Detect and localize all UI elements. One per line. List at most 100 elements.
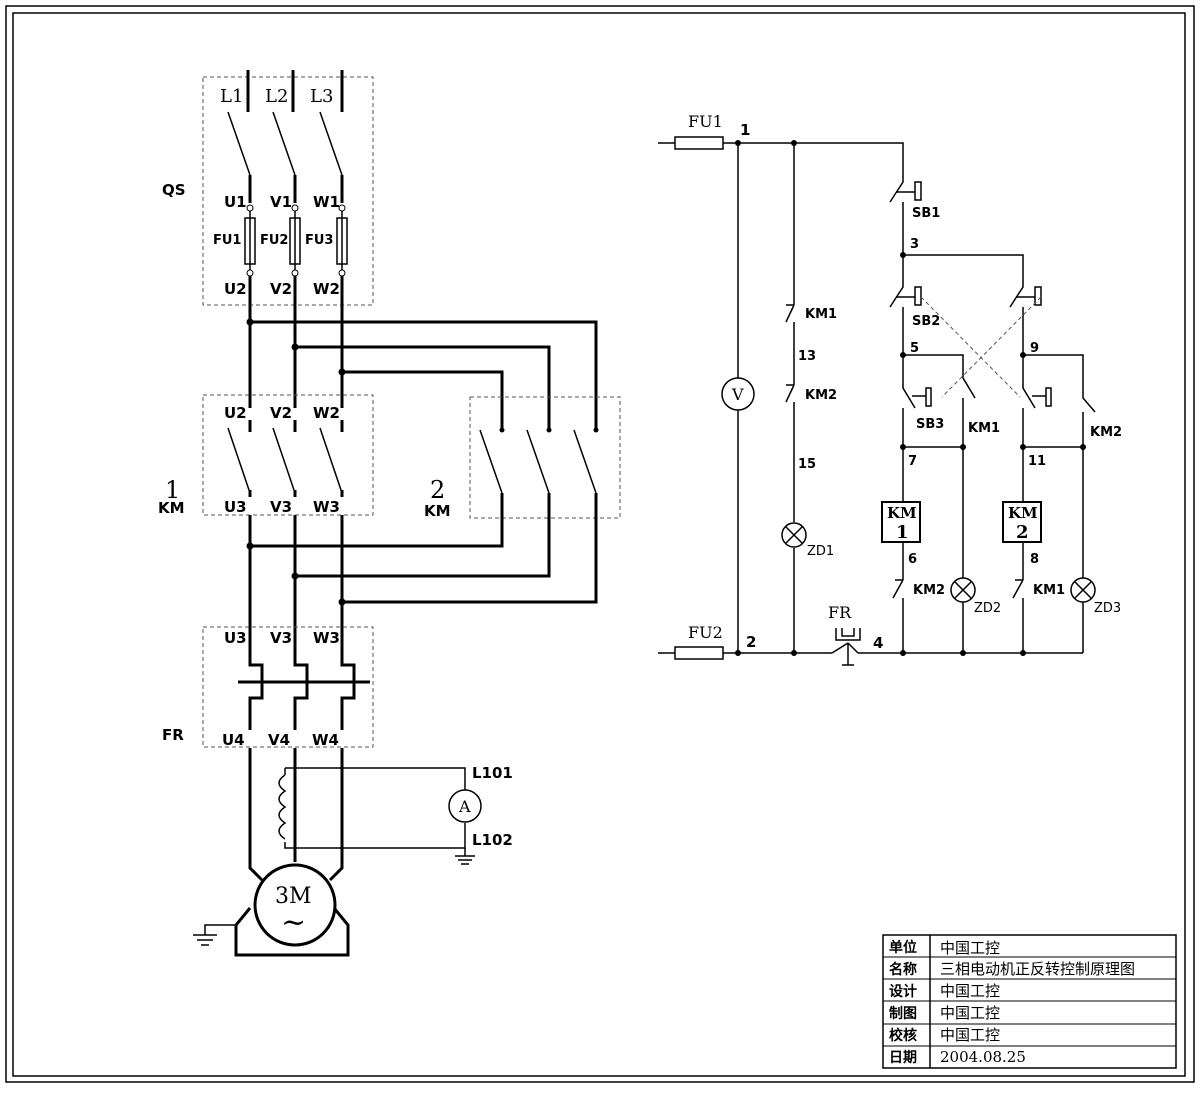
lamp-zd3-label: ZD3: [1094, 601, 1121, 616]
node-1: 1: [740, 121, 750, 139]
km2-holding-branch: [1023, 354, 1096, 653]
fr-power-label: FR: [162, 726, 184, 744]
fuse-label-fu1: FU1: [213, 233, 241, 248]
qs-term-u1: U1: [224, 193, 247, 211]
fuse-fu1-control: [674, 136, 724, 150]
motor-feeds: [248, 748, 344, 882]
km2-contact-a-label: KM2: [805, 388, 837, 403]
km1-term-w2: W2: [313, 404, 340, 422]
sb1-contact: [889, 178, 904, 255]
km2-num: 2: [430, 476, 445, 504]
motor-base: [234, 907, 350, 957]
voltmeter-icon: [721, 377, 755, 411]
km1-term-v2: V2: [270, 404, 292, 422]
node-15: 15: [798, 457, 816, 472]
line-label-l2: L2: [265, 86, 288, 107]
node-2: 2: [746, 633, 756, 651]
node-7: 7: [908, 454, 917, 469]
sb3-contact: [902, 355, 916, 495]
power-circuit: QS L1 L2 L3 U1 V1 W1 FU1 FU2 FU3 U2 V2 W…: [158, 70, 621, 957]
fr-term-w4: W4: [312, 731, 339, 749]
tb-val-check: 中国工控: [940, 1026, 1000, 1044]
qs-lower-leads: [248, 175, 344, 203]
node-3: 3: [910, 237, 919, 252]
node-11: 11: [1028, 454, 1046, 469]
coil-km2-top: KM: [1008, 504, 1038, 522]
coil-km1-top: KM: [887, 504, 917, 522]
km2-contact-b-label: KM2: [913, 583, 945, 598]
fr-term-u3: U3: [224, 629, 247, 647]
bus-to-km2-top: [250, 320, 598, 430]
bus-qs-km1: [248, 276, 344, 408]
bus-km2-out: [250, 493, 598, 604]
node-13: 13: [798, 349, 816, 364]
qs-switch-blades: [227, 111, 343, 176]
fr-control-actuator: [835, 628, 861, 641]
qs-term-u2: U2: [224, 280, 247, 298]
tb-key-name: 名称: [889, 961, 917, 978]
coil-km1-num: 1: [896, 522, 909, 543]
fr-nc-contact: [831, 642, 859, 666]
incoming-lines: [246, 70, 344, 112]
km1-contact-c-label: KM1: [1033, 583, 1065, 598]
tb-val-name: 三相电动机正反转控制原理图: [940, 960, 1135, 978]
ct-wiring: [284, 767, 466, 849]
fuse-fu2-control: [674, 646, 724, 660]
tb-key-design: 设计: [889, 983, 917, 1000]
coil-km1: [881, 501, 921, 543]
qs-label: QS: [162, 181, 186, 199]
km2-box: [469, 396, 621, 519]
sb1-pushbutton-icon: [896, 181, 922, 201]
qs-term-w1: W1: [313, 193, 340, 211]
qs-term-v1: V1: [270, 193, 292, 211]
ammeter-label: A: [458, 797, 471, 816]
tb-key-unit: 单位: [889, 939, 917, 956]
km1-num: 1: [165, 476, 180, 504]
coil-km2: [1002, 501, 1042, 543]
sb2-label: SB2: [912, 314, 940, 329]
zd1-branch: [785, 143, 795, 653]
line-label-l1: L1: [220, 86, 243, 107]
tb-val-design: 中国工控: [940, 982, 1000, 1000]
fr-control-label: FR: [828, 603, 852, 622]
km2-label: KM: [424, 502, 451, 520]
sb3-reverse-pushbutton-icon: [1032, 387, 1052, 407]
control-top-rail: [658, 142, 904, 178]
tb-val-unit: 中国工控: [940, 939, 1000, 957]
fr-term-v3: V3: [270, 629, 292, 647]
lamp-zd2-label: ZD2: [974, 601, 1001, 616]
fuse-label-fu2: FU2: [260, 233, 288, 248]
qs-box: [202, 76, 374, 306]
km1-contact-b-label: KM1: [968, 421, 1000, 436]
fr-term-v4: V4: [268, 731, 290, 749]
km1-term-u2: U2: [224, 404, 247, 422]
lamp-zd1-label: ZD1: [807, 544, 834, 559]
tb-key-date: 日期: [889, 1050, 917, 1066]
km1-main-contacts: [227, 427, 343, 494]
ammeter-icon: [448, 789, 482, 823]
km1-term-v3: V3: [270, 498, 292, 516]
sb3-reverse-contact: [1022, 355, 1036, 495]
qs-term-v2: V2: [270, 280, 292, 298]
tb-key-draft: 制图: [889, 1005, 917, 1022]
fu2-control-label: FU2: [688, 623, 723, 642]
fr-heater-v: [293, 648, 309, 730]
km1-contact-a-label: KM1: [805, 307, 837, 322]
mechanical-interlock-lines: [920, 296, 1042, 398]
line-label-l3: L3: [310, 86, 333, 107]
sb2-contact: [889, 255, 904, 355]
ground-icon-ct: [455, 848, 475, 865]
km1-holding-branch: [903, 354, 976, 653]
tb-key-check: 校核: [889, 1027, 917, 1044]
coil-km2-num: 2: [1016, 522, 1029, 543]
ct-coil-icon: [278, 774, 287, 840]
sb2-reverse-contact: [1009, 285, 1024, 355]
node-5: 5: [910, 341, 919, 356]
node-9: 9: [1030, 341, 1039, 356]
sb1-label: SB1: [912, 206, 940, 221]
fr-term-u4: U4: [222, 731, 245, 749]
fr-heater-w: [340, 648, 356, 730]
sb3-label: SB3: [916, 417, 944, 432]
node-8: 8: [1030, 552, 1039, 567]
